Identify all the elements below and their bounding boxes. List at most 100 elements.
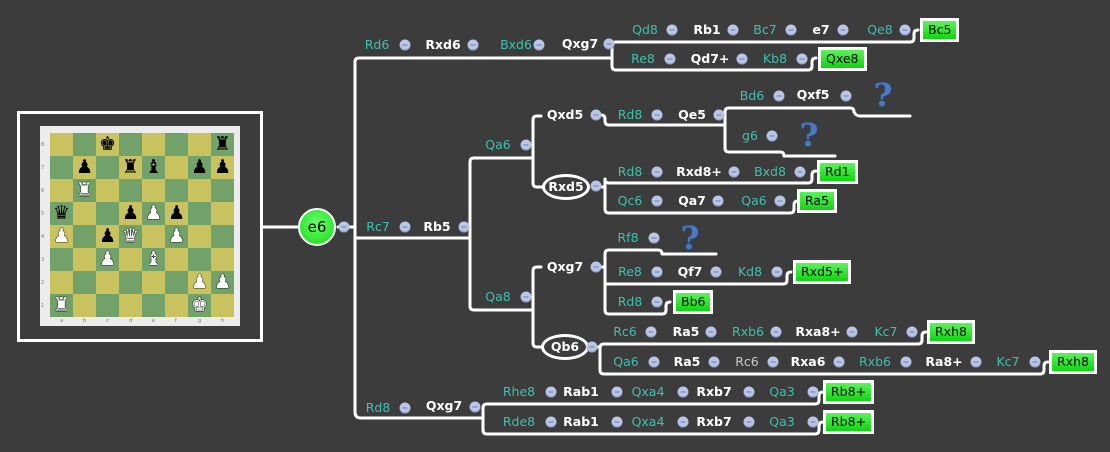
square-c3[interactable]: ♟: [96, 248, 119, 271]
minus-circle-icon[interactable]: [743, 386, 755, 398]
minus-circle-icon[interactable]: [611, 416, 623, 428]
square-a4[interactable]: ♟: [50, 225, 73, 248]
minus-circle-icon[interactable]: [1029, 356, 1041, 368]
minus-circle-icon[interactable]: [399, 39, 411, 51]
minus-circle-icon[interactable]: [399, 221, 411, 233]
minus-circle-icon[interactable]: [770, 326, 782, 338]
move-node[interactable]: Qa8: [485, 289, 511, 304]
move-node-highlighted[interactable]: Rxd5: [542, 174, 590, 200]
minus-circle-icon[interactable]: [648, 232, 660, 244]
square-c7[interactable]: [96, 156, 119, 179]
square-f1[interactable]: [165, 294, 188, 317]
minus-circle-icon[interactable]: [651, 266, 663, 278]
minus-circle-icon[interactable]: [807, 416, 819, 428]
minus-circle-icon[interactable]: [651, 166, 663, 178]
move-node[interactable]: Qxf5: [796, 87, 830, 102]
move-node[interactable]: Rab1: [563, 384, 599, 399]
square-g5[interactable]: [188, 202, 211, 225]
square-h2[interactable]: ♟: [211, 271, 234, 294]
minus-circle-icon[interactable]: [785, 24, 797, 36]
minus-circle-icon[interactable]: [710, 266, 722, 278]
move-node[interactable]: Re8: [631, 51, 655, 66]
square-d4[interactable]: ♛: [119, 225, 142, 248]
square-e7[interactable]: ♝: [142, 156, 165, 179]
square-f8[interactable]: [165, 133, 188, 156]
minus-circle-icon[interactable]: [664, 53, 676, 65]
move-node[interactable]: Rc7: [366, 219, 390, 234]
minus-circle-icon[interactable]: [773, 90, 785, 102]
minus-circle-icon[interactable]: [713, 109, 725, 121]
question-mark-icon[interactable]: ?: [680, 219, 700, 257]
minus-circle-icon[interactable]: [520, 291, 532, 303]
minus-circle-icon[interactable]: [705, 326, 717, 338]
move-node[interactable]: Bxd8: [754, 164, 786, 179]
move-node[interactable]: Qa6: [485, 137, 511, 152]
minus-circle-icon[interactable]: [651, 296, 663, 308]
square-b4[interactable]: [73, 225, 96, 248]
minus-circle-icon[interactable]: [469, 401, 481, 413]
minus-circle-icon[interactable]: [899, 24, 911, 36]
minus-circle-icon[interactable]: [677, 386, 689, 398]
minus-circle-icon[interactable]: [807, 386, 819, 398]
move-node[interactable]: Qa6: [613, 354, 639, 369]
minus-circle-icon[interactable]: [545, 386, 557, 398]
move-node[interactable]: Rd8: [617, 107, 643, 122]
square-g6[interactable]: [188, 179, 211, 202]
square-h4[interactable]: [211, 225, 234, 248]
square-g3[interactable]: [188, 248, 211, 271]
square-h5[interactable]: [211, 202, 234, 225]
root-move-node[interactable]: e6: [298, 208, 336, 246]
square-d8[interactable]: [119, 133, 142, 156]
leaf-move-box[interactable]: Rb8+: [823, 380, 875, 404]
square-a2[interactable]: [50, 271, 73, 294]
square-h6[interactable]: [211, 179, 234, 202]
move-node[interactable]: Qd7+: [690, 51, 730, 66]
minus-circle-icon[interactable]: [338, 221, 350, 233]
move-node[interactable]: Re8: [618, 264, 642, 279]
move-node[interactable]: Qa7: [678, 193, 706, 208]
minus-circle-icon[interactable]: [728, 166, 740, 178]
minus-circle-icon[interactable]: [743, 416, 755, 428]
move-node[interactable]: Kc7: [874, 324, 898, 339]
square-b6[interactable]: ♜: [73, 179, 96, 202]
leaf-move-box[interactable]: Rxd5+: [793, 260, 852, 284]
move-node[interactable]: Qa3: [769, 384, 795, 399]
square-g2[interactable]: ♟: [188, 271, 211, 294]
leaf-move-box[interactable]: Bc5: [920, 18, 960, 42]
square-b2[interactable]: [73, 271, 96, 294]
move-node[interactable]: Qe5: [678, 107, 706, 122]
square-b1[interactable]: [73, 294, 96, 317]
move-node[interactable]: Ra5: [672, 324, 700, 339]
minus-circle-icon[interactable]: [545, 416, 557, 428]
square-b3[interactable]: [73, 248, 96, 271]
square-d5[interactable]: ♟: [119, 202, 142, 225]
minus-circle-icon[interactable]: [846, 326, 858, 338]
move-node[interactable]: Rde8: [502, 414, 536, 429]
minus-circle-icon[interactable]: [736, 53, 748, 65]
square-b5[interactable]: [73, 202, 96, 225]
square-c2[interactable]: [96, 271, 119, 294]
square-g7[interactable]: ♟: [188, 156, 211, 179]
minus-circle-icon[interactable]: [727, 24, 739, 36]
move-node[interactable]: Rd6: [364, 37, 390, 52]
square-f6[interactable]: [165, 179, 188, 202]
question-mark-icon[interactable]: ?: [873, 76, 893, 114]
square-f7[interactable]: [165, 156, 188, 179]
minus-circle-icon[interactable]: [833, 356, 845, 368]
minus-circle-icon[interactable]: [611, 386, 623, 398]
move-node[interactable]: Qxg7: [561, 36, 599, 51]
minus-circle-icon[interactable]: [794, 166, 806, 178]
minus-circle-icon[interactable]: [970, 356, 982, 368]
square-e3[interactable]: ♝: [142, 248, 165, 271]
move-node[interactable]: Qd8: [632, 22, 658, 37]
square-f2[interactable]: [165, 271, 188, 294]
square-e6[interactable]: [142, 179, 165, 202]
move-node[interactable]: Rxd6: [425, 37, 461, 52]
minus-circle-icon[interactable]: [467, 39, 479, 51]
leaf-move-box[interactable]: Bb6: [673, 290, 714, 314]
square-d2[interactable]: [119, 271, 142, 294]
move-node[interactable]: Ra8+: [925, 354, 963, 369]
square-a7[interactable]: [50, 156, 73, 179]
move-node[interactable]: Kc7: [996, 354, 1020, 369]
